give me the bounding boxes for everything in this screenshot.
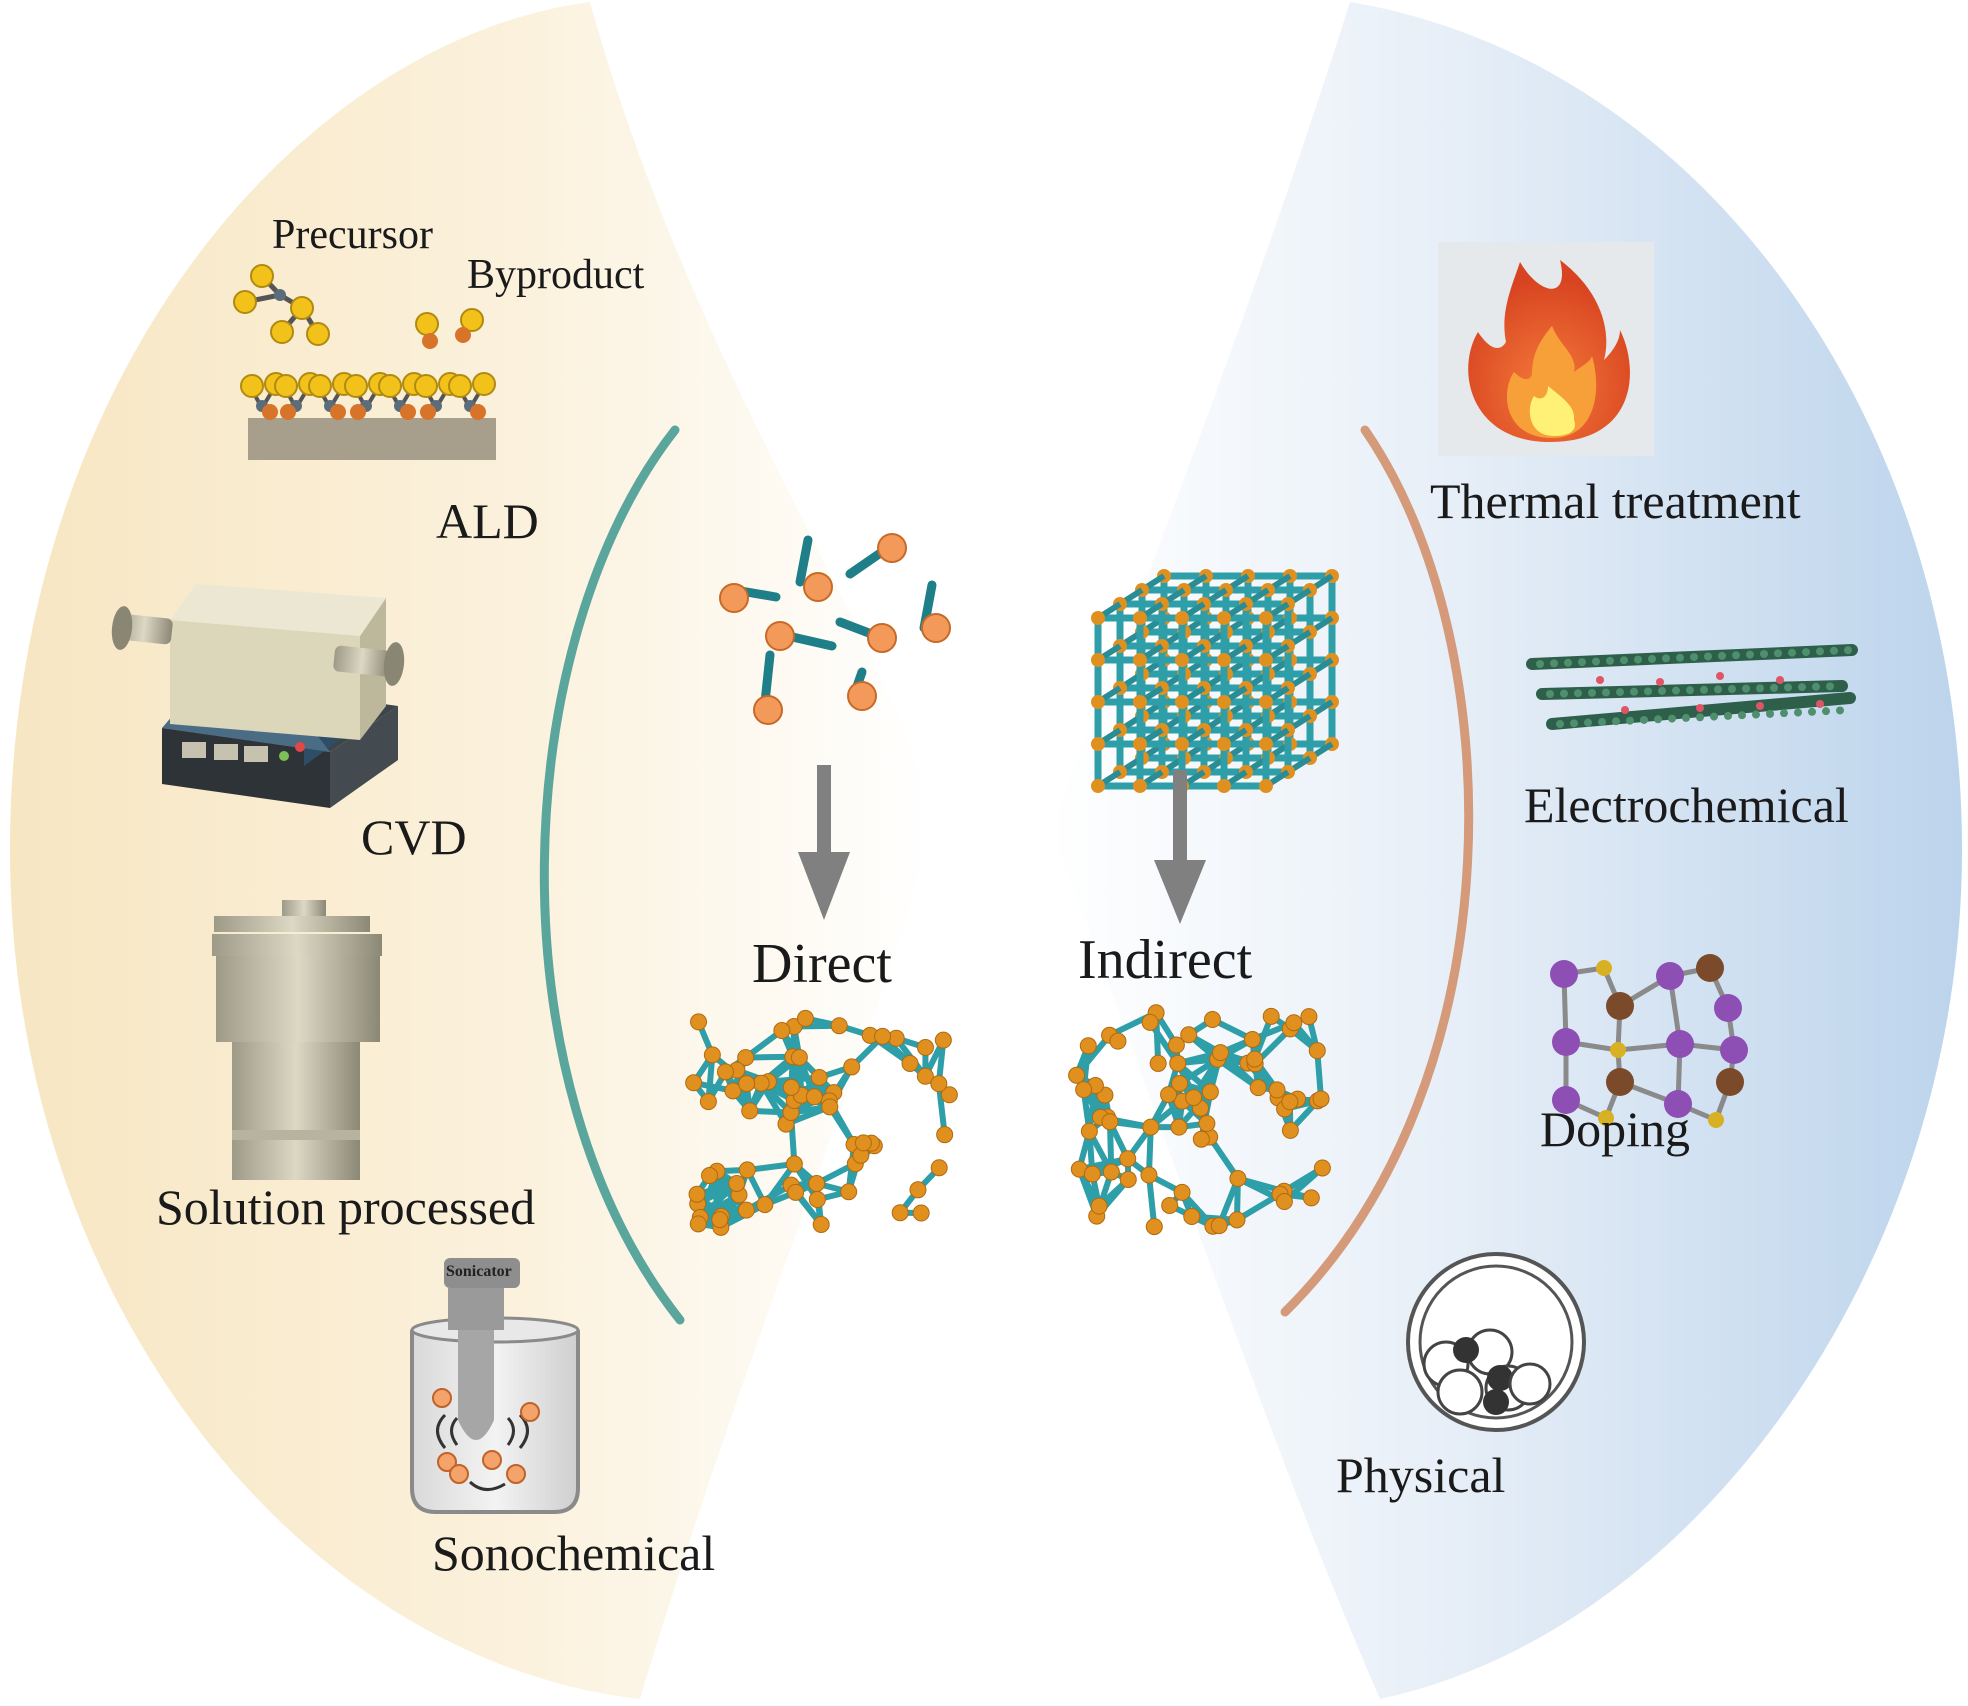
precursor-label: Precursor: [272, 214, 433, 256]
direct-label: Direct: [752, 936, 892, 992]
sonicator-label: Sonicator: [446, 1264, 512, 1280]
electrochemical-label: Electrochemical: [1524, 780, 1849, 830]
autoclave-icon: [212, 900, 382, 1180]
physical-label: Physical: [1336, 1450, 1505, 1500]
cvd-label: CVD: [361, 812, 467, 862]
sonochemical-label: Sonochemical: [432, 1528, 715, 1578]
solution-processed-label: Solution processed: [156, 1182, 535, 1232]
indirect-label: Indirect: [1078, 932, 1252, 988]
particle-circle-icon: [1408, 1254, 1584, 1430]
flame-icon: [1438, 242, 1654, 456]
thermal-treatment-label: Thermal treatment: [1430, 476, 1801, 526]
doping-label: Doping: [1540, 1104, 1690, 1154]
byproduct-label: Byproduct: [467, 254, 644, 296]
ald-label: ALD: [436, 496, 539, 546]
